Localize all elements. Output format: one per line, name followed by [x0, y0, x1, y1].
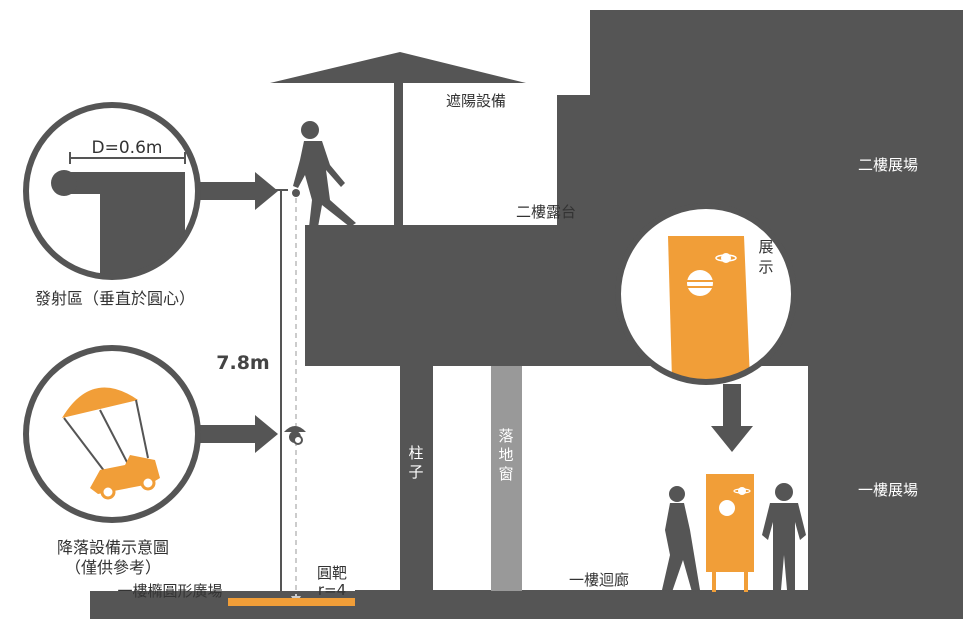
display-detail-circle: [615, 203, 797, 385]
falling-device-icon: [284, 426, 306, 445]
parachute-circle: [23, 345, 201, 523]
display-label-1: 展: [758, 238, 773, 256]
pillar-label-2: 子: [408, 463, 423, 481]
person-launching: [293, 121, 356, 227]
plaza-label: 一樓橢圓形廣場: [117, 582, 222, 600]
corridor-label: 一樓迴廊: [569, 571, 629, 589]
target-label-2: r=4: [318, 581, 346, 599]
building: [90, 10, 963, 619]
floor2-hall-label: 二樓展場: [858, 156, 918, 174]
parachute-label-1: 降落設備示意圖: [57, 538, 169, 557]
parachute-icon: [62, 387, 160, 500]
parachute-label-2: （僅供參考）: [65, 558, 161, 577]
window-label-3: 窗: [498, 465, 513, 483]
target-label-1: 圓靶: [317, 564, 347, 582]
launch-detail-circle: [23, 102, 201, 280]
terrace-label: 二樓露台: [516, 203, 576, 221]
height-label: 7.8m: [216, 352, 269, 374]
display-label-2: 示: [758, 258, 773, 276]
visitor-walking: [662, 486, 700, 592]
ground-step: [355, 590, 810, 619]
floor-window: [491, 366, 522, 591]
umbrella-pole: [394, 80, 403, 227]
arrow-icon: [199, 172, 753, 453]
window-label-1: 落: [498, 427, 513, 445]
target-zone: [228, 598, 355, 606]
shade-umbrella: [270, 52, 526, 83]
launch-zone-label: 發射區（垂直於圓心）: [35, 289, 195, 308]
display-kiosk: [706, 474, 754, 592]
floor1-hall-label: 一樓展場: [858, 481, 918, 499]
pillar-label-1: 柱: [408, 444, 423, 462]
diameter-label: D=0.6m: [92, 138, 163, 158]
window-label-2: 地: [498, 446, 513, 464]
visitor-standing: [762, 483, 806, 590]
shade-label: 遮陽設備: [446, 92, 506, 110]
